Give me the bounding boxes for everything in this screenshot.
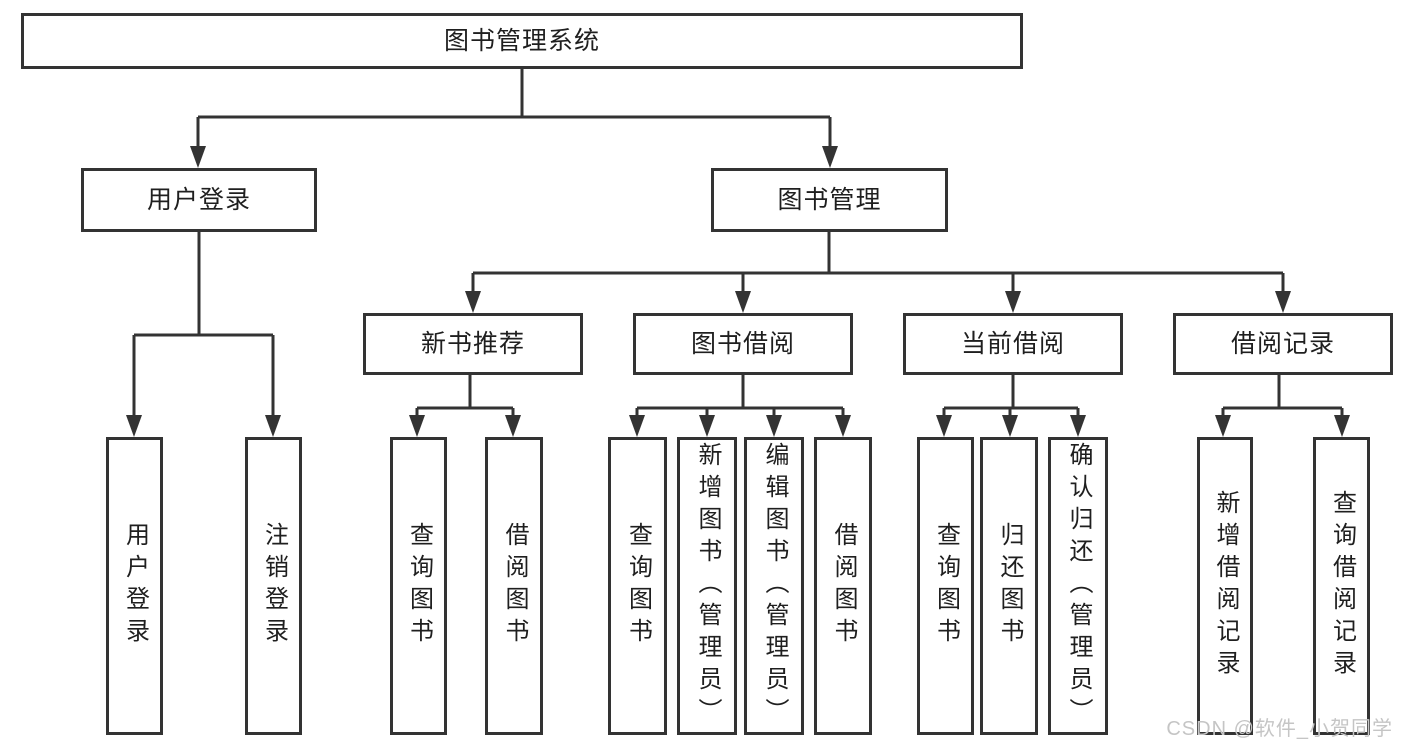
node-book-management: 图书管理 [711, 168, 948, 232]
leaf-borrow-borrow-books: 借阅图书 [814, 437, 872, 735]
leaf-user-login: 用户登录 [106, 437, 163, 735]
leaf-borrow-query-books: 查询图书 [608, 437, 667, 735]
node-book-borrow: 图书借阅 [633, 313, 853, 375]
csdn-watermark: CSDN @软件_小贺同学 [1166, 718, 1393, 740]
node-new-book-recommend: 新书推荐 [363, 313, 583, 375]
node-user-login: 用户登录 [81, 168, 317, 232]
leaf-current-confirm-return-admin: 确认归还（管理员） [1048, 437, 1108, 735]
leaf-borrow-add-books-admin: 新增图书（管理员） [677, 437, 737, 735]
leaf-current-return-books: 归还图书 [980, 437, 1038, 735]
leaf-newbooks-query-books: 查询图书 [390, 437, 447, 735]
node-root-library-system: 图书管理系统 [21, 13, 1023, 69]
leaf-records-add-borrow-record: 新增借阅记录 [1197, 437, 1253, 735]
node-current-borrow: 当前借阅 [903, 313, 1123, 375]
node-borrow-records: 借阅记录 [1173, 313, 1393, 375]
leaf-records-query-borrow-record: 查询借阅记录 [1313, 437, 1370, 735]
leaf-logout: 注销登录 [245, 437, 302, 735]
leaf-current-query-books: 查询图书 [917, 437, 974, 735]
leaf-borrow-edit-books-admin: 编辑图书（管理员） [744, 437, 804, 735]
leaf-newbooks-borrow-books: 借阅图书 [485, 437, 543, 735]
